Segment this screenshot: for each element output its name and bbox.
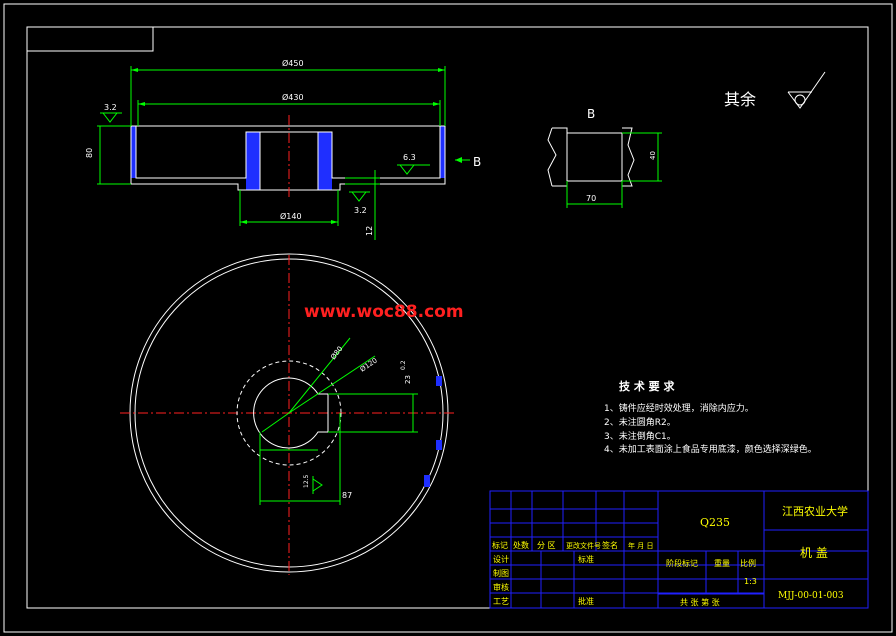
dim-d430: Ø430 <box>282 92 304 102</box>
tech-item-2: 2、未注圆角R2。 <box>604 416 676 428</box>
rough-3-2-top: 3.2 <box>104 103 117 112</box>
dim-key-width: 23 <box>404 375 412 384</box>
section-dim-h: 40 <box>649 151 657 160</box>
dim-h80: 80 <box>85 148 94 158</box>
tech-title: 技 术 要 求 <box>619 379 675 393</box>
row-label-mark: 标记 <box>492 540 508 550</box>
drawing-frame <box>3 3 893 633</box>
label-review: 审核 <box>493 582 509 592</box>
row-label-change-doc: 更改文件号 <box>566 541 601 550</box>
dim-d140: Ø140 <box>280 211 302 221</box>
label-process: 工艺 <box>493 597 509 606</box>
school-name: 江西农业大学 <box>782 504 848 518</box>
roughness-note: 其余 <box>724 71 826 109</box>
technical-requirements: 技 术 要 求 1、铸件应经时效处理，消除内应力。 2、未注圆角R2。 3、未注… <box>604 379 817 455</box>
row-label-sign: 签名 <box>602 540 618 550</box>
dim-d450: Ø450 <box>282 58 304 68</box>
label-standard: 标准 <box>578 554 594 564</box>
tech-item-1: 1、铸件应经时效处理，消除内应力。 <box>604 402 754 414</box>
view-direction-label: B <box>473 155 481 169</box>
label-ratio: 比例 <box>740 558 756 568</box>
title-block: Q235 江西农业大学 机 盖 MJJ-00-01-003 1:3 标记 处数 … <box>489 490 869 609</box>
watermark: www.woc88.com <box>304 302 464 322</box>
section-hatch <box>131 126 445 190</box>
section-b-view: B 40 70 <box>547 107 662 208</box>
rough-6-3: 6.3 <box>403 153 416 162</box>
tech-item-4: 4、未加工表面涂上食品专用底漆，颜色选择深绿色。 <box>604 443 817 455</box>
label-weight: 重量 <box>714 558 730 568</box>
section-b-title: B <box>587 107 595 121</box>
tech-item-3: 3、未注倒角C1。 <box>604 430 676 442</box>
top-view: Ø80 Ø120 23 0.2 12.5 87 <box>120 253 455 575</box>
front-section-view: Ø450 Ø430 80 Ø140 3.2 6.3 3.2 12 B <box>85 58 481 240</box>
material: Q235 <box>700 516 730 529</box>
drawing-number: MJJ-00-01-003 <box>778 591 844 601</box>
label-stage-mark: 阶段标记 <box>666 558 698 568</box>
roughness-note-label: 其余 <box>724 90 756 109</box>
row-label-date: 年 月 日 <box>628 541 653 550</box>
scale: 1:3 <box>744 577 757 586</box>
rough-3-2-bottom: 3.2 <box>354 206 367 215</box>
part-name: 机 盖 <box>800 546 828 560</box>
label-approve: 批准 <box>578 596 594 606</box>
row-label-count: 处数 <box>513 540 529 550</box>
label-design: 设计 <box>493 554 509 564</box>
rough-12-5: 12.5 <box>303 474 310 488</box>
dim-d120: Ø120 <box>359 356 379 373</box>
dim-key-tolerance: 0.2 <box>400 360 407 370</box>
dim-87: 87 <box>342 491 352 500</box>
label-draw: 制图 <box>493 568 509 578</box>
dim-t12: 12 <box>365 226 374 236</box>
label-sheets: 共 张 第 张 <box>680 597 720 607</box>
section-dim-w: 70 <box>586 194 596 203</box>
row-label-zone: 分 区 <box>537 541 556 550</box>
